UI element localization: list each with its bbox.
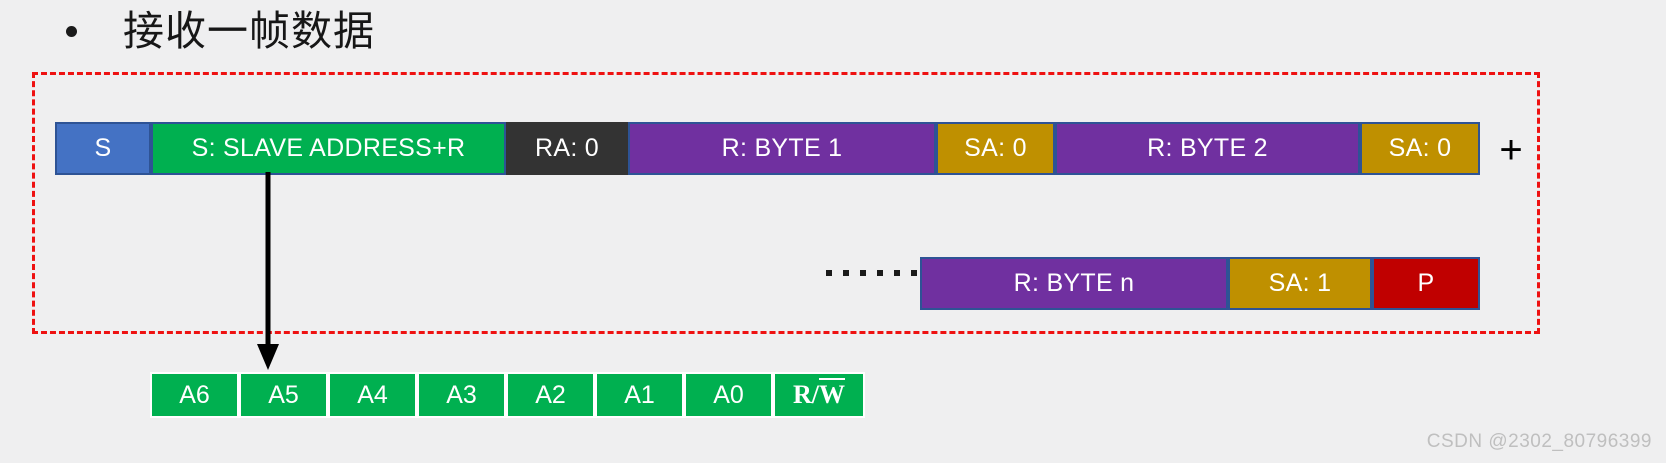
address-bit-a1: A1	[595, 372, 684, 418]
slide-title: 接收一帧数据	[66, 2, 375, 60]
address-bit-a4: A4	[328, 372, 417, 418]
bit-label: A6	[179, 380, 210, 409]
frame-block-row1-3: R: BYTE 1	[628, 122, 936, 175]
ellipsis-icon	[826, 270, 917, 276]
bullet-icon	[66, 25, 77, 37]
plus-icon: +	[1499, 128, 1523, 172]
frame-block-row2-0: R: BYTE n	[920, 257, 1228, 310]
address-bit-a3: A3	[417, 372, 506, 418]
block-label: RA: 0	[534, 134, 600, 162]
frame-block-row2-2: P	[1372, 257, 1480, 310]
watermark: CSDN @2302_80796399	[1426, 431, 1652, 452]
bit-label: A3	[446, 380, 477, 409]
frame-block-row2-1: SA: 1	[1228, 257, 1372, 310]
frame-block-row1-4: SA: 0	[936, 122, 1055, 175]
block-label: R: BYTE 1	[721, 134, 843, 162]
block-label: SA: 0	[964, 134, 1027, 162]
block-label: S: SLAVE ADDRESS+R	[191, 134, 466, 162]
block-label: SA: 0	[1388, 134, 1452, 162]
block-label: P	[1417, 269, 1435, 297]
frame-block-row1-6: SA: 0	[1360, 122, 1480, 175]
frame-block-row1-2: RA: 0	[506, 122, 628, 175]
frame-block-row1-0: S	[55, 122, 151, 175]
frame-outline	[32, 72, 1540, 334]
bit-label: A5	[268, 380, 299, 409]
frame-block-row1-1: S: SLAVE ADDRESS+R	[151, 122, 506, 175]
rw-overline-w: W	[819, 380, 845, 409]
address-bit-a2: A2	[506, 372, 595, 418]
address-bit-a0: A0	[684, 372, 773, 418]
frame-block-row1-5: R: BYTE 2	[1055, 122, 1360, 175]
block-label: S	[94, 134, 112, 162]
address-bit-a5: A5	[239, 372, 328, 418]
page-title: 接收一帧数据	[123, 6, 375, 55]
pointer-arrow-icon	[257, 172, 279, 370]
bit-label: A2	[535, 380, 566, 409]
block-label: R: BYTE 2	[1147, 134, 1268, 162]
bit-label: A4	[357, 380, 388, 409]
address-bit-rw: R/W	[773, 372, 865, 418]
address-bit-a6: A6	[150, 372, 239, 418]
block-label: SA: 1	[1268, 269, 1332, 297]
bit-label: A0	[713, 380, 744, 409]
rw-prefix: R/	[793, 380, 819, 409]
block-label: R: BYTE n	[1013, 269, 1135, 297]
bit-label: A1	[624, 380, 655, 409]
slave-address-bit-row: A6 A5 A4 A3 A2 A1 A0 R/W	[150, 372, 865, 418]
